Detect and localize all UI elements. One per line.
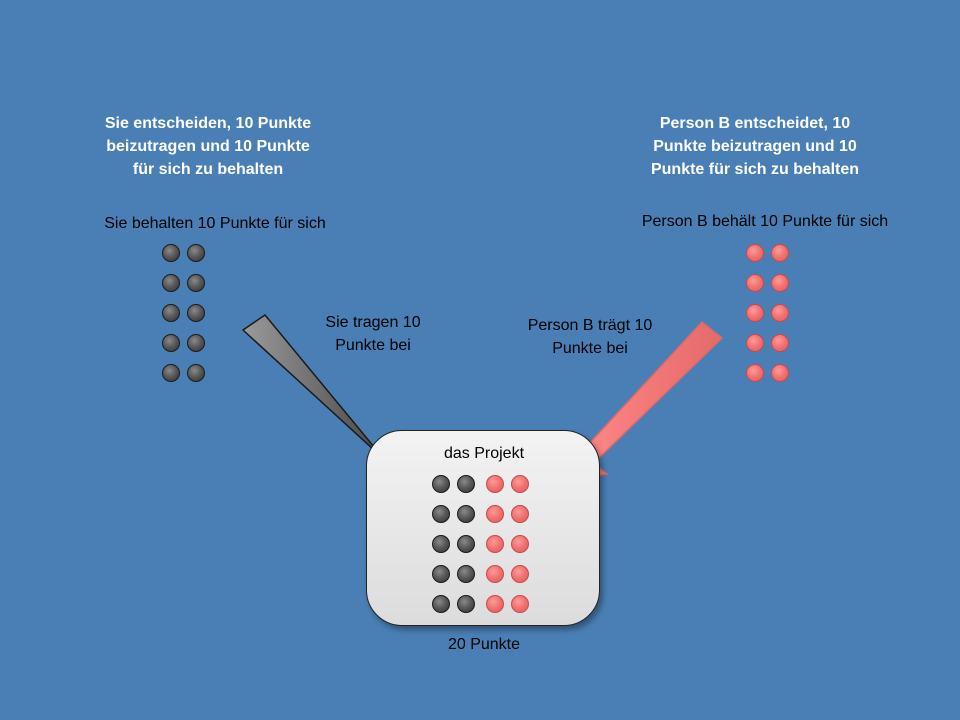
project-person-b-dot — [486, 595, 504, 613]
project-person-b-dot — [511, 535, 529, 553]
project-you-dot — [432, 535, 450, 553]
project-you-dot — [457, 595, 475, 613]
you-decision-line-3: für sich zu behalten — [132, 161, 284, 178]
project-person-b-dot — [511, 565, 529, 583]
person-b-point-dot — [746, 244, 764, 262]
you-point-dot — [162, 274, 180, 292]
person-b-contribute-line-1: Person B trägt 10 — [527, 317, 653, 334]
project-title: das Projekt — [443, 445, 525, 462]
person-b-decision-line-2: Punkte beizutragen und 10 — [653, 138, 857, 155]
you-point-dot — [162, 244, 180, 262]
project-you-dot — [457, 535, 475, 553]
you-point-dot — [187, 304, 205, 322]
you-point-dot — [187, 334, 205, 352]
you-contribute-line-1: Sie tragen 10 — [325, 314, 421, 331]
person-b-contribute-label: Person B trägt 10 Punkte bei — [505, 314, 675, 360]
you-contribute-label: Sie tragen 10 Punkte bei — [300, 311, 446, 357]
you-point-dot — [162, 364, 180, 382]
project-you-dot — [457, 565, 475, 583]
you-decision-line-1: Sie entscheiden, 10 Punkte — [104, 115, 312, 132]
person-b-point-dot — [771, 274, 789, 292]
project-you-dot — [432, 565, 450, 583]
project-person-b-dot — [486, 535, 504, 553]
project-person-b-dot — [486, 505, 504, 523]
project-you-dot — [432, 505, 450, 523]
person-b-point-dot — [746, 334, 764, 352]
project-person-b-dot — [511, 595, 529, 613]
project-box: das Projekt — [366, 430, 600, 626]
you-decision-text: Sie entscheiden, 10 Punkte beizutragen u… — [60, 112, 356, 181]
person-b-point-dot — [771, 364, 789, 382]
project-you-dot — [432, 595, 450, 613]
project-you-dot — [457, 505, 475, 523]
you-point-dot — [162, 304, 180, 322]
project-person-b-dot — [486, 475, 504, 493]
person-b-point-dot — [771, 304, 789, 322]
project-you-dot — [457, 475, 475, 493]
person-b-decision-line-1: Person B entscheidet, 10 — [659, 115, 851, 132]
you-contribute-line-2: Punkte bei — [335, 337, 411, 354]
person-b-point-dot — [746, 364, 764, 382]
person-b-point-dot — [746, 304, 764, 322]
project-person-b-dot — [486, 565, 504, 583]
project-person-b-dot — [511, 505, 529, 523]
person-b-point-dot — [771, 334, 789, 352]
project-you-dot — [432, 475, 450, 493]
person-b-point-dot — [746, 274, 764, 292]
person-b-contribute-line-2: Punkte bei — [552, 340, 628, 357]
person-b-decision-text: Person B entscheidet, 10 Punkte beizutra… — [610, 112, 900, 181]
project-person-b-dot — [511, 475, 529, 493]
project-total-label: 20 Punkte — [447, 636, 521, 653]
you-point-dot — [187, 364, 205, 382]
person-b-point-dot — [771, 244, 789, 262]
you-point-dot — [162, 334, 180, 352]
you-decision-line-2: beizutragen und 10 Punkte — [106, 138, 310, 155]
you-point-dot — [187, 274, 205, 292]
person-b-keep-label: Person B behält 10 Punkte für sich — [641, 213, 889, 230]
person-b-decision-line-3: Punkte für sich zu behalten — [650, 161, 860, 178]
you-point-dot — [187, 244, 205, 262]
you-keep-label: Sie behalten 10 Punkte für sich — [104, 215, 326, 232]
